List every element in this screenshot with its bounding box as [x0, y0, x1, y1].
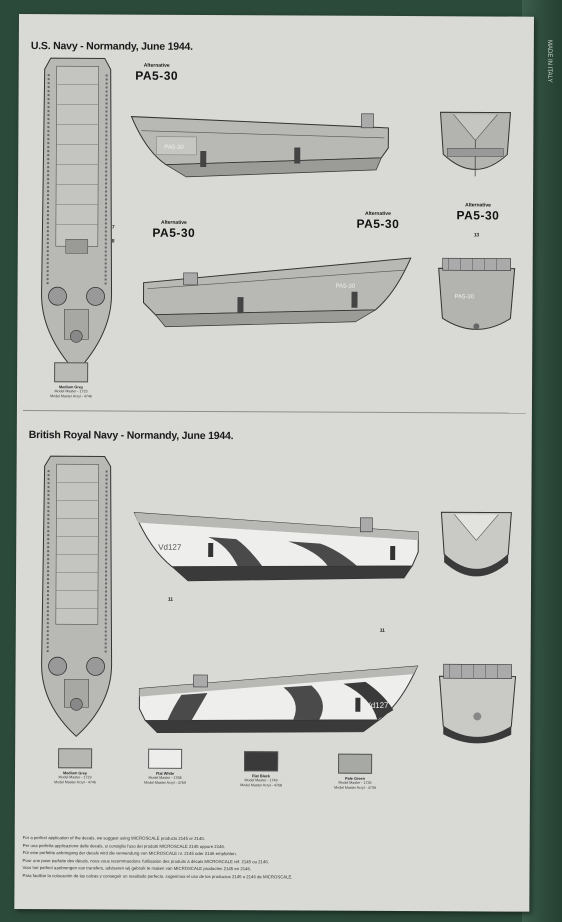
edge-print-text: MADE IN ITALY: [546, 40, 552, 83]
alternative-label: Alternative PA5-30: [448, 202, 508, 222]
alternative-code: PA5-30: [152, 225, 196, 240]
paint-swatch-medium-grey: Medium Grey Model Master - 1723 Model Ma…: [31, 362, 111, 399]
us-rear-view: PA5-30: [438, 257, 516, 330]
section-title-royal-navy: British Royal Navy - Normandy, June 1944…: [28, 429, 234, 443]
svg-text:PA5-30: PA5-30: [336, 284, 356, 290]
callout-number: 11: [167, 596, 173, 603]
paint-swatch-medium-grey: Medium Grey Model Master - 1723 Model Ma…: [35, 748, 115, 785]
paint-code-acryl: Model Master Acryl - 4746: [50, 394, 92, 399]
callout-number: 13: [473, 232, 480, 239]
alternative-label: Alternative PA5-30: [144, 220, 204, 240]
rn-side-view-upper: Vd127: [133, 512, 419, 582]
swatch-chip: [58, 748, 93, 769]
paint-code-acryl: Model Master Acryl - 4746: [54, 780, 96, 785]
callout-number: 7: [111, 224, 115, 231]
instruction-sheet: U.S. Navy - Normandy, June 1944. Alterna…: [14, 14, 534, 912]
hull-marking: Vd127: [365, 701, 389, 710]
swatch-chip: [338, 753, 373, 774]
alternative-code: PA5-30: [135, 68, 179, 83]
paint-code-acryl: Model Master Acryl - 4769: [144, 780, 186, 785]
paint-swatch-pale-green: Pale Green Model Master - 1726 Model Mas…: [315, 753, 395, 791]
alternative-code: PA5-30: [456, 208, 500, 223]
svg-text:PA5-30: PA5-30: [164, 145, 184, 151]
callout-number: 8: [111, 238, 115, 245]
callout-number: 11: [379, 627, 385, 634]
decal-application-note: For a perfect application of the decals,…: [22, 834, 462, 882]
rn-top-view-drawing: [41, 455, 113, 737]
svg-text:PA5-30: PA5-30: [455, 294, 475, 300]
alternative-label: Alternative PA5-30: [348, 211, 408, 231]
section-title-us-navy: U.S. Navy - Normandy, June 1944.: [30, 40, 193, 53]
alternative-label: Alternative PA5-30: [127, 63, 187, 83]
paint-swatch-flat-black: Flat Black Model Master - 1749 Model Mas…: [221, 751, 301, 788]
us-side-view-upper: PA5-30: [130, 113, 389, 178]
section-divider: [22, 410, 526, 414]
rn-side-view-lower: Vd127: [138, 665, 419, 734]
us-top-view-drawing: [41, 57, 113, 374]
hull-marking: Vd127: [158, 543, 182, 552]
rn-rear-view: [438, 663, 517, 744]
swatch-chip: [54, 362, 89, 383]
paint-swatch-flat-white: Flat White Model Master - 1768 Model Mas…: [125, 748, 205, 786]
paint-code-acryl: Model Master Acryl - 4739: [334, 785, 376, 790]
us-front-view-upper: [439, 111, 512, 177]
paint-code-acryl: Model Master Acryl - 4768: [240, 783, 282, 788]
swatch-chip: [148, 748, 183, 769]
note-line: Para facilitar la colocación de las calc…: [22, 872, 293, 880]
swatch-chip: [244, 751, 279, 772]
rn-front-view: [440, 511, 512, 577]
us-side-view-lower: PA5-30: [142, 257, 412, 328]
alternative-code: PA5-30: [356, 216, 400, 231]
